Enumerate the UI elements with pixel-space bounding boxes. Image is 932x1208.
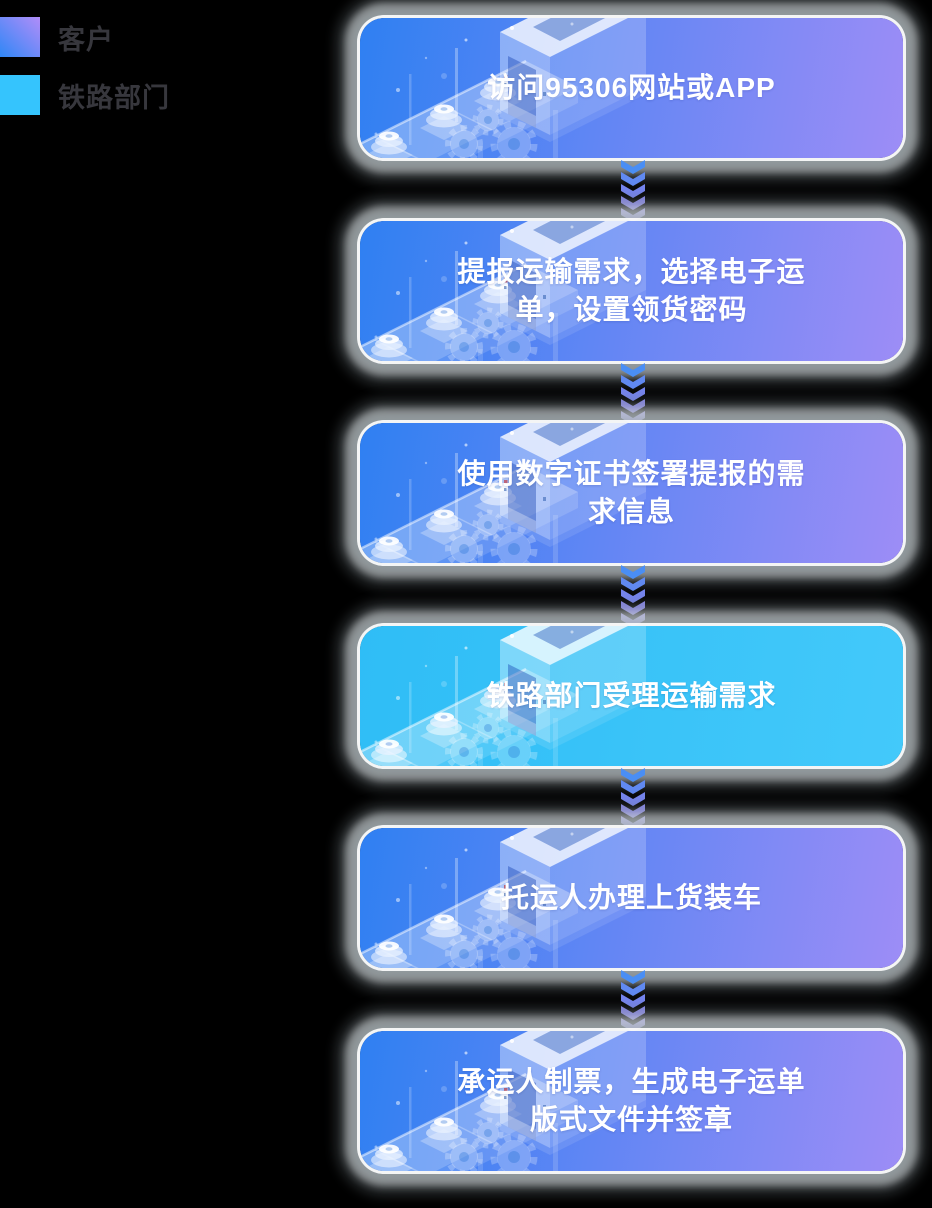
down-arrow-icon (621, 768, 645, 830)
down-arrow-icon (621, 363, 645, 425)
legend-label-railway: 铁路部门 (58, 82, 170, 113)
flow-step-1: 访问95306网站或APP (360, 18, 903, 158)
legend-item-railway: 铁路部门 (0, 75, 170, 115)
railway-color-swatch (0, 75, 40, 115)
flow-step-2: 提报运输需求，选择电子运 单，设置领货密码 (360, 221, 903, 361)
flow-step-4-label: 铁路部门受理运输需求 (486, 680, 777, 711)
flow-step-2-label: 提报运输需求，选择电子运 单，设置领货密码 (457, 256, 806, 325)
flow-step-5: 托运人办理上货装车 (360, 828, 903, 968)
down-arrow-icon (621, 160, 645, 222)
legend: 客户 铁路部门 (0, 17, 170, 133)
flow-step-5-label: 托运人办理上货装车 (500, 882, 762, 913)
flow-step-1-label: 访问95306网站或APP (487, 72, 776, 103)
flow-step-6: 承运人制票，生成电子运单 版式文件并签章 (360, 1031, 903, 1171)
legend-label-customer: 客户 (58, 24, 114, 55)
down-arrow-icon (621, 565, 645, 627)
flow-step-4: 铁路部门受理运输需求 (360, 626, 903, 766)
legend-item-customer: 客户 (0, 17, 170, 57)
flow-step-3-label: 使用数字证书签署提报的需 求信息 (457, 458, 806, 527)
customer-color-swatch (0, 17, 40, 57)
down-arrow-icon (621, 970, 645, 1032)
flow-step-3: 使用数字证书签署提报的需 求信息 (360, 423, 903, 563)
flow-step-6-label: 承运人制票，生成电子运单 版式文件并签章 (457, 1066, 806, 1135)
